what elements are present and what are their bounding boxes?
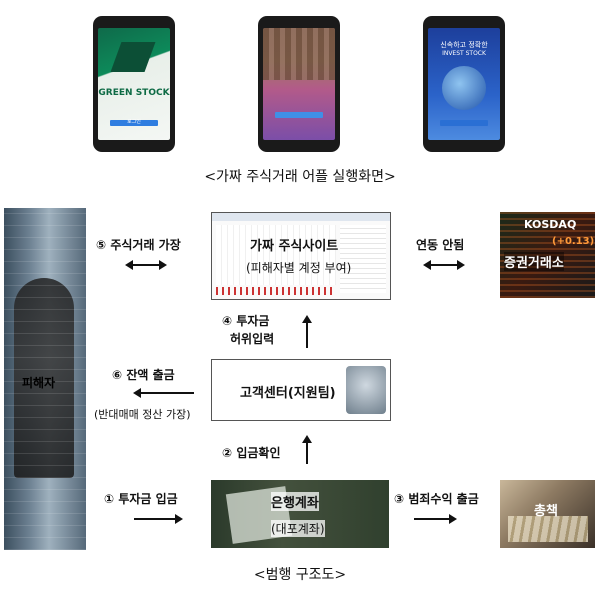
caption-top: <가짜 주식거래 어플 실행화면> [204,169,396,185]
login-button[interactable] [440,120,488,126]
call-center: 고객센터(지원팀) [211,359,391,421]
site-side-panel [340,225,386,293]
arrow-bank-callcenter [302,435,312,464]
phone-screen: 신속하고 정확한 INVEST STOCK [428,28,500,140]
site-menubar [212,213,390,221]
bank-title: 은행계좌 [271,492,319,511]
boss-label: 총책 [534,504,558,519]
step-6-line1: ⑥ 잔액 출금 [112,368,175,382]
step-1-label: ① 투자금 입금 [104,492,178,506]
victim-panel: 피해자 [4,208,86,550]
phone-crowd-app [258,16,340,152]
step-2-label: ② 입금확인 [222,446,281,460]
crowd-image [263,28,335,80]
arrow-site-exchange [423,260,465,270]
arrow-victim-bank [134,514,183,524]
site-chart [216,225,336,285]
arrow-bank-boss [414,514,457,524]
phone-sub: INVEST STOCK [442,50,486,57]
victim-figure [14,278,74,478]
fake-site-title: 가짜 주식사이트 [250,239,339,254]
step-4-line1: ④ 투자금 [222,314,270,328]
phone-screen [263,28,335,140]
arrow-callcenter-site [302,315,312,348]
step-6-line2: (반대매매 정산 가장) [94,408,191,421]
fake-stock-site: 가짜 주식사이트 (피해자별 계정 부여) [211,212,391,300]
caption-bottom: <범행 구조도> [253,567,347,583]
logo-shape [110,42,156,72]
login-label: 로그인 [127,119,141,125]
phone-green-stock: GREEN STOCK 로그인 [93,16,175,152]
bank-account: 은행계좌 (대포계좌) [211,480,389,548]
phone-screen: GREEN STOCK 로그인 [98,28,170,140]
fake-site-sub: (피해자별 계정 부여) [246,261,352,275]
step-5-label: ⑤ 주식거래 가장 [96,238,181,252]
victim-label: 피해자 [22,376,56,390]
phone-invest-stock: 신속하고 정확한 INVEST STOCK [423,16,505,152]
link-label: 연동 안됨 [416,238,465,252]
phone-brand: GREEN STOCK [98,88,170,98]
headset-image [346,366,386,414]
arrow-victim-site [125,260,167,270]
bank-sub: (대포계좌) [271,520,325,537]
phone-brand: 신속하고 정확한 [440,41,488,49]
exchange-sign: KOSDAQ [524,218,577,231]
stock-exchange: KOSDAQ (+0.13) 증권거래소 [500,212,595,298]
arrow-callcenter-victim [133,388,194,398]
exchange-label: 증권거래소 [504,252,564,271]
step-3-label: ③ 범죄수익 출금 [394,492,479,506]
globe-image [442,66,486,110]
victim-grid [4,208,86,550]
site-volume-bars [216,287,336,295]
step-4-line2: 허위입력 [230,332,275,346]
call-center-label: 고객센터(지원팀) [240,386,336,401]
boss: 총책 [500,480,595,548]
exchange-led-rows [500,212,595,298]
exchange-value: (+0.13) [552,236,595,247]
login-button[interactable] [275,112,323,118]
money-image [508,516,588,542]
login-button[interactable] [110,120,158,126]
